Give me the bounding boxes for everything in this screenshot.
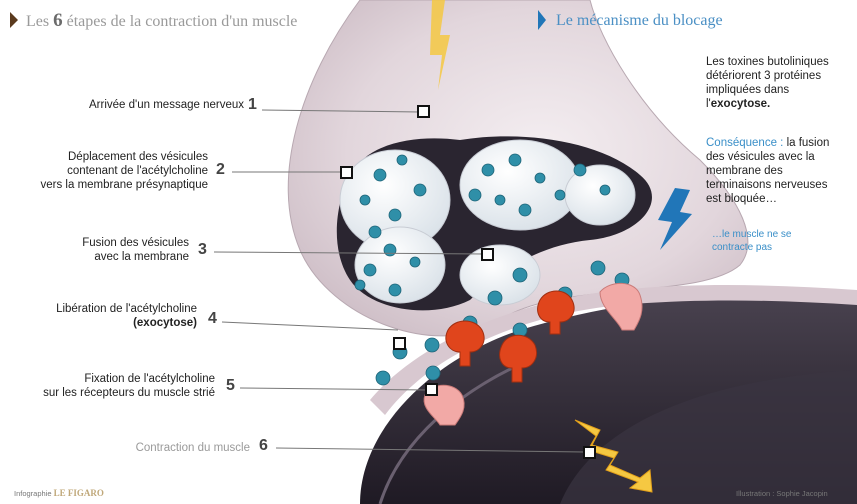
- header-left-title: Les 6 étapes de la contraction d'un musc…: [26, 10, 297, 32]
- mechanism-text: Les toxines butoliniques détériorent 3 p…: [706, 55, 829, 111]
- step-4-label: Libération de l'acétylcholine(exocytose): [56, 302, 197, 330]
- step-3-number: 3: [198, 241, 207, 259]
- header-left-arrow-icon: [10, 12, 18, 28]
- step-6-label: Contraction du muscle: [136, 441, 250, 455]
- result-text: …le muscle ne se contracte pas: [712, 228, 791, 254]
- step-4-number: 4: [208, 310, 217, 328]
- footer-source: Infographie LE FIGARO: [14, 488, 104, 498]
- step-6-number: 6: [259, 437, 268, 455]
- step-2-number: 2: [216, 161, 225, 179]
- step-5-number: 5: [226, 377, 235, 395]
- step-1-label: Arrivée d'un message nerveux: [89, 98, 244, 112]
- step-5-label: Fixation de l'acétylcholinesur les récep…: [43, 372, 215, 400]
- step-2-label: Déplacement des vésiculescontenant de l'…: [41, 150, 208, 192]
- step-1-number: 1: [248, 96, 257, 114]
- header-right-title: Le mécanisme du blocage: [556, 12, 723, 30]
- footer-credit: Illustration : Sophie Jacopin: [736, 489, 828, 498]
- consequence-text: Conséquence : la fusion des vésicules av…: [706, 136, 829, 206]
- step-3-label: Fusion des vésiculesavec la membrane: [82, 236, 189, 264]
